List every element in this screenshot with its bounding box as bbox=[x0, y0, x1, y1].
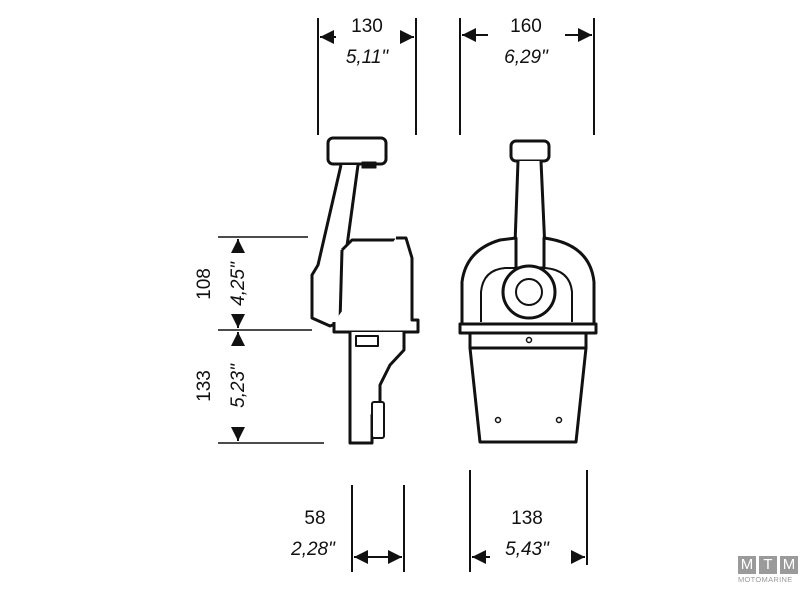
logo-letter: M bbox=[738, 556, 756, 574]
front-view bbox=[458, 139, 598, 444]
dim-label-mm: 160 bbox=[510, 16, 542, 37]
dim-label-mm: 138 bbox=[511, 508, 543, 529]
dim-label-inch: 5,43" bbox=[505, 539, 550, 560]
logo-text: MOTOMARINE bbox=[738, 575, 793, 584]
dimension-heights: 108 4,25" 133 5,23" bbox=[194, 236, 324, 444]
dim-label-inch: 4,25" bbox=[228, 261, 249, 306]
dim-label-inch: 5,11" bbox=[346, 47, 390, 68]
dimension-side-width: 130 5,11" bbox=[317, 16, 417, 135]
dim-label-inch: 5,23" bbox=[228, 363, 249, 408]
dim-label-inch: 2,28" bbox=[290, 539, 336, 560]
dim-label-inch: 6,29" bbox=[504, 47, 549, 68]
dimension-base-depth: 58 2,28" bbox=[290, 485, 405, 572]
logo-letter: T bbox=[759, 556, 777, 574]
dimension-base-width: 138 5,43" bbox=[469, 470, 588, 572]
logo-letter: M bbox=[780, 556, 798, 574]
dimension-front-width: 160 6,29" bbox=[459, 16, 595, 135]
side-view bbox=[310, 136, 420, 445]
motomarine-logo: M T M MOTOMARINE bbox=[738, 556, 800, 584]
dim-label-mm: 58 bbox=[304, 508, 325, 529]
dim-label-mm: 133 bbox=[194, 370, 215, 402]
dim-label-mm: 108 bbox=[194, 268, 215, 300]
dim-label-mm: 130 bbox=[351, 16, 383, 37]
